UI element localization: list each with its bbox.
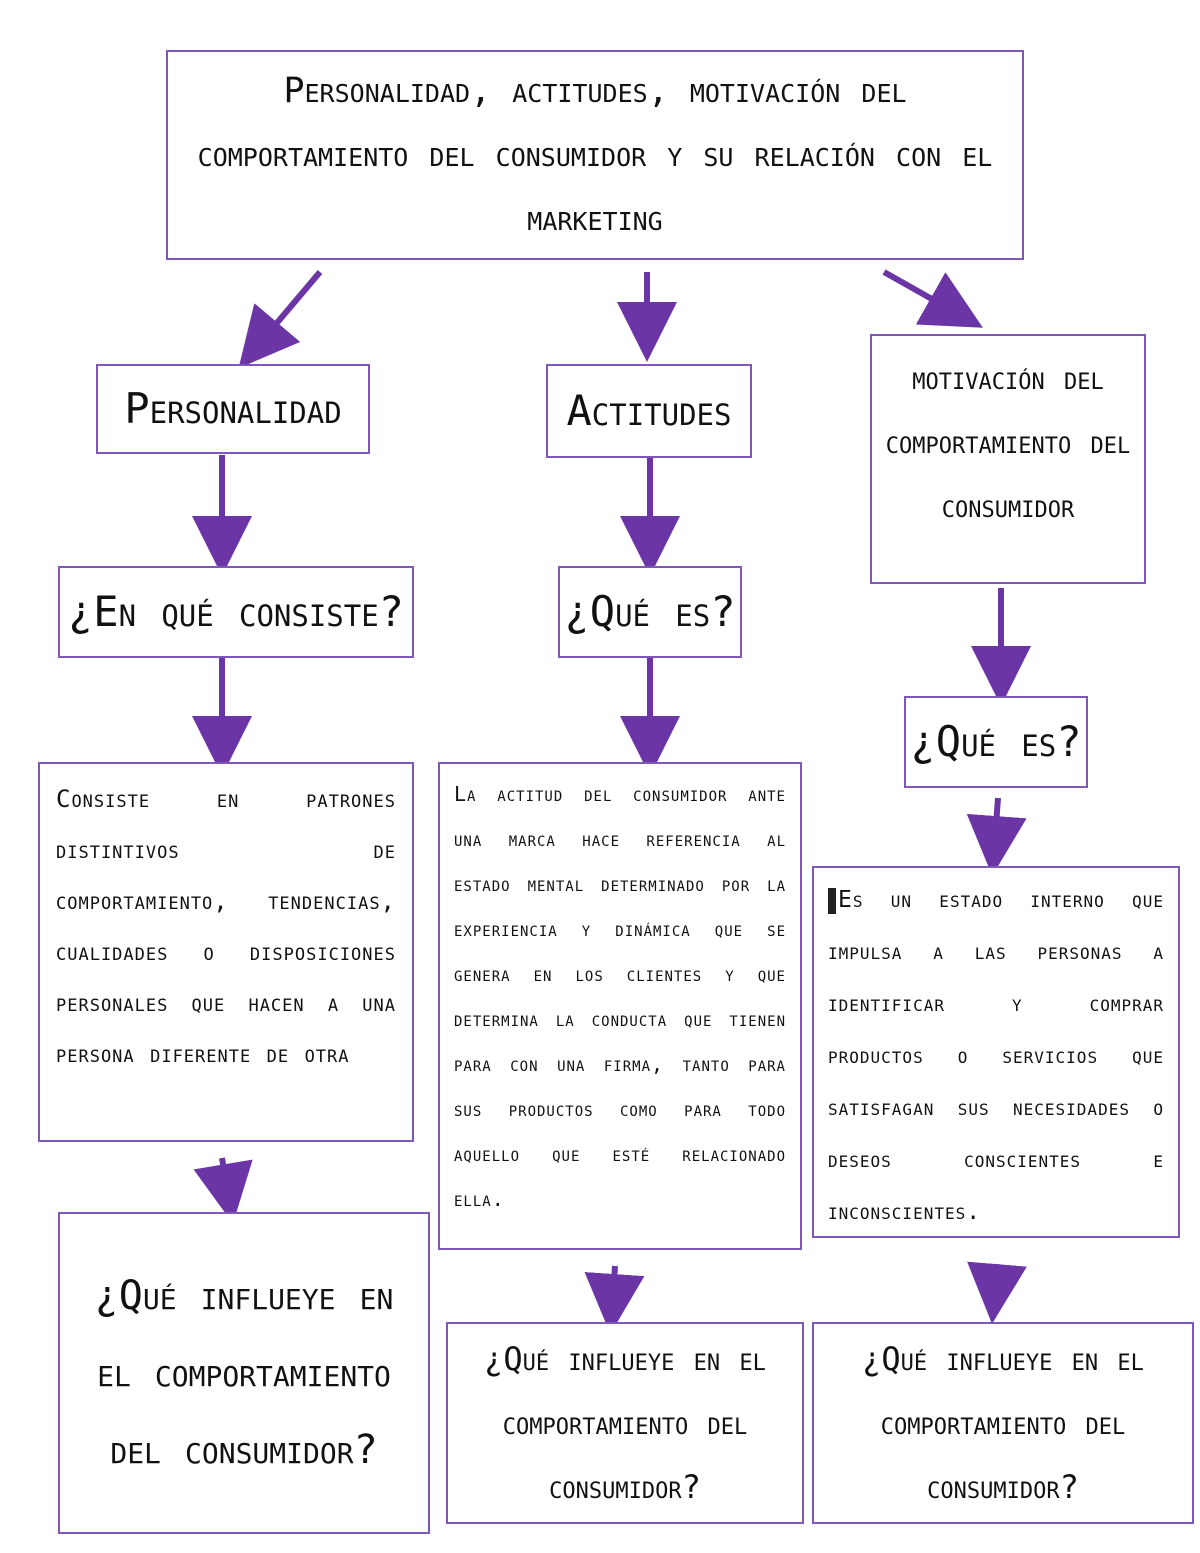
heading-actitudes: Actitudes bbox=[546, 364, 752, 458]
heading-actitudes-text: Actitudes bbox=[566, 386, 732, 436]
title-box: Personalidad, actitudes, motivación del … bbox=[166, 50, 1024, 260]
influence-actitudes: ¿Qué influeye en el comportamiento del c… bbox=[446, 1322, 804, 1524]
influence-motivacion: ¿Qué influeye en el comportamiento del c… bbox=[812, 1322, 1194, 1524]
influence-personalidad-text: ¿Qué influeye en el comportamiento del c… bbox=[94, 1272, 394, 1473]
arrow-answer2-to-influence2 bbox=[584, 1265, 645, 1334]
influence-actitudes-text: ¿Qué influeye en el comportamiento del c… bbox=[484, 1340, 766, 1506]
influence-personalidad: ¿Qué influeye en el comportamiento del c… bbox=[58, 1212, 430, 1534]
answer-personalidad: Consiste en patrones distintivos de comp… bbox=[38, 762, 414, 1142]
question-personalidad-text: ¿En qué consiste? bbox=[68, 587, 404, 637]
arrow-answer3-to-influence3 bbox=[967, 1261, 1027, 1324]
arrow-title-to-motivacion bbox=[882, 269, 983, 328]
heading-motivacion-text: motivación del comportamiento del consum… bbox=[885, 359, 1131, 525]
influence-motivacion-text: ¿Qué influeye en el comportamiento del c… bbox=[862, 1340, 1144, 1506]
answer-actitudes-text: La actitud del consumidor ante una marca… bbox=[454, 782, 786, 1211]
heading-personalidad-text: Personalidad bbox=[124, 384, 342, 434]
question-personalidad: ¿En qué consiste? bbox=[58, 566, 414, 658]
title-text: Personalidad, actitudes, motivación del … bbox=[197, 71, 993, 239]
answer-motivacion: Es un estado interno que impulsa a las p… bbox=[812, 866, 1180, 1238]
answer-personalidad-text: Consiste en patrones distintivos de comp… bbox=[56, 785, 396, 1068]
answer-actitudes: La actitud del consumidor ante una marca… bbox=[438, 762, 802, 1250]
heading-personalidad: Personalidad bbox=[96, 364, 370, 454]
arrow-answer1-to-influence1 bbox=[193, 1157, 253, 1224]
arrow-title-to-personalidad bbox=[238, 270, 323, 369]
question-actitudes-text: ¿Qué es? bbox=[564, 587, 736, 637]
heading-motivacion: motivación del comportamiento del consum… bbox=[870, 334, 1146, 584]
arrow-question3-to-answer3 bbox=[966, 797, 1027, 876]
question-motivacion: ¿Qué es? bbox=[904, 696, 1088, 788]
question-actitudes: ¿Qué es? bbox=[558, 566, 742, 658]
text-cursor-mark bbox=[828, 887, 836, 914]
question-motivacion-text: ¿Qué es? bbox=[910, 717, 1082, 767]
answer-motivacion-text: Es un estado interno que impulsa a las p… bbox=[828, 887, 1164, 1225]
